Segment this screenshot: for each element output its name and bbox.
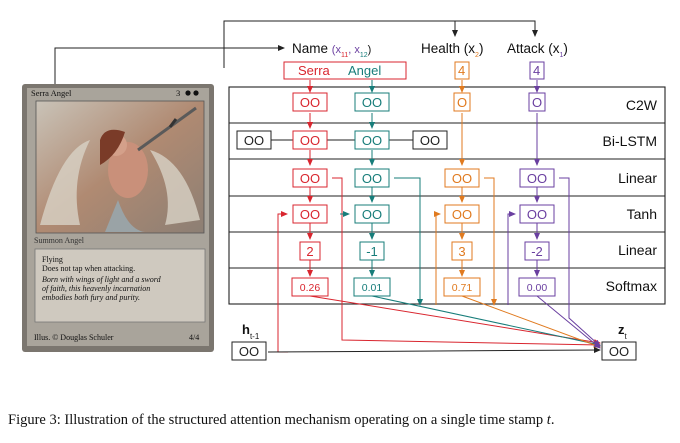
card-cost: 3 (176, 88, 180, 98)
svg-text:OO: OO (362, 207, 382, 222)
svg-text:OO: OO (300, 133, 320, 148)
node-bilstm-end (412, 130, 448, 150)
h-prev-label: ht-1 (242, 322, 260, 341)
softmax-output-angel: 0.01 (362, 282, 383, 294)
card-pt: 4/4 (189, 333, 199, 342)
softmax-output-serra: 0.26 (300, 282, 321, 294)
layer-label-c2w: C2W (626, 97, 658, 113)
figure-diagram: Serra Angel 3 Summon Angel Flying Does n… (22, 20, 666, 361)
purple-column-arrows (507, 80, 601, 349)
softmax-output-nodes: 0.26 0.01 0.71 0.00 (291, 277, 556, 297)
linear-output-serra: 2 (306, 244, 313, 259)
svg-text:OO: OO (452, 171, 472, 186)
card-name: Serra Angel (31, 88, 72, 98)
svg-text:OO: OO (452, 207, 472, 222)
field-label-attack: Attack (x1) (507, 41, 568, 59)
field-label-health: Health (x2) (421, 41, 483, 59)
svg-text:O: O (532, 95, 542, 110)
z-label: zt (618, 322, 628, 341)
linear-nodes: OO OO OO OO (292, 168, 555, 188)
node-bilstm-angel (354, 130, 390, 150)
linear-output-health: 3 (458, 244, 465, 259)
caption-variable: t (546, 412, 551, 428)
card-rules-line: Does not tap when attacking. (42, 264, 135, 273)
attack-value-box (529, 61, 545, 80)
angel-illustration-icon (40, 106, 200, 232)
node-bilstm-start (236, 130, 272, 150)
orange-column-arrows (434, 80, 601, 348)
node-bilstm-serra (292, 130, 328, 150)
card-flavor-line: Born with wings of light and a sword (42, 275, 162, 284)
linear-output-attack: -2 (531, 244, 543, 259)
h-prev-node (231, 341, 267, 361)
health-value: 4 (458, 63, 465, 78)
bilstm-nodes: OO OO OO OO (236, 130, 448, 150)
svg-text:OO: OO (362, 133, 382, 148)
name-value-box (283, 61, 407, 80)
card-type-line: Summon Angel (34, 236, 85, 245)
svg-text:OO: OO (239, 344, 259, 359)
card-flavor-line: embodies both fury and purity. (42, 293, 140, 302)
softmax-output-attack: 0.00 (527, 282, 548, 294)
linear-output-angel: -1 (366, 244, 378, 259)
layer-label-linear: Linear (618, 170, 657, 186)
mtg-card: Serra Angel 3 Summon Angel Flying Does n… (22, 84, 214, 352)
teal-column-arrows (340, 80, 601, 347)
c2w-nodes: OO OO O O (292, 92, 546, 112)
node-c2w-attack (528, 92, 546, 112)
mana-symbol-icon (185, 90, 191, 96)
svg-text:OO: OO (244, 133, 264, 148)
layer-label-softmax: Softmax (606, 278, 657, 294)
layer-bands (228, 86, 666, 305)
svg-text:OO: OO (609, 344, 629, 359)
card-rules-line: Flying (42, 255, 63, 264)
card-to-fields-arrows (54, 20, 538, 84)
z-node (601, 341, 637, 361)
field-label-name: Name (x11, x12) (292, 41, 371, 59)
svg-text:OO: OO (527, 207, 547, 222)
svg-text:OO: OO (300, 95, 320, 110)
svg-text:OO: OO (420, 133, 440, 148)
linear-output-nodes: 2 -1 3 -2 (299, 241, 550, 261)
layer-label-bilstm: Bi-LSTM (603, 133, 657, 149)
card-textbox (34, 248, 206, 323)
svg-text:OO: OO (300, 171, 320, 186)
node-c2w-angel (354, 92, 390, 112)
mana-symbol-icon (193, 90, 199, 96)
tanh-nodes: OO OO OO OO (292, 204, 555, 224)
name-word-angel: Angel (348, 63, 381, 78)
layer-label-linear-2: Linear (618, 242, 657, 258)
svg-text:O: O (457, 95, 467, 110)
svg-text:OO: OO (527, 171, 547, 186)
health-value-box (454, 61, 470, 80)
svg-text:OO: OO (362, 95, 382, 110)
figure-caption: Figure 3: Illustration of the structured… (8, 412, 555, 428)
node-c2w-health (453, 92, 471, 112)
layer-label-tanh: Tanh (627, 206, 657, 222)
node-c2w-serra (292, 92, 328, 112)
svg-text:OO: OO (362, 171, 382, 186)
card-artist: Illus. © Douglas Schuler (34, 333, 114, 342)
softmax-output-health: 0.71 (452, 282, 473, 294)
name-word-serra: Serra (298, 63, 331, 78)
card-flavor-line: of faith, this heavenly incarnation (42, 284, 150, 293)
black-context-arrows (267, 347, 601, 354)
attack-value: 4 (533, 63, 540, 78)
svg-text:OO: OO (300, 207, 320, 222)
